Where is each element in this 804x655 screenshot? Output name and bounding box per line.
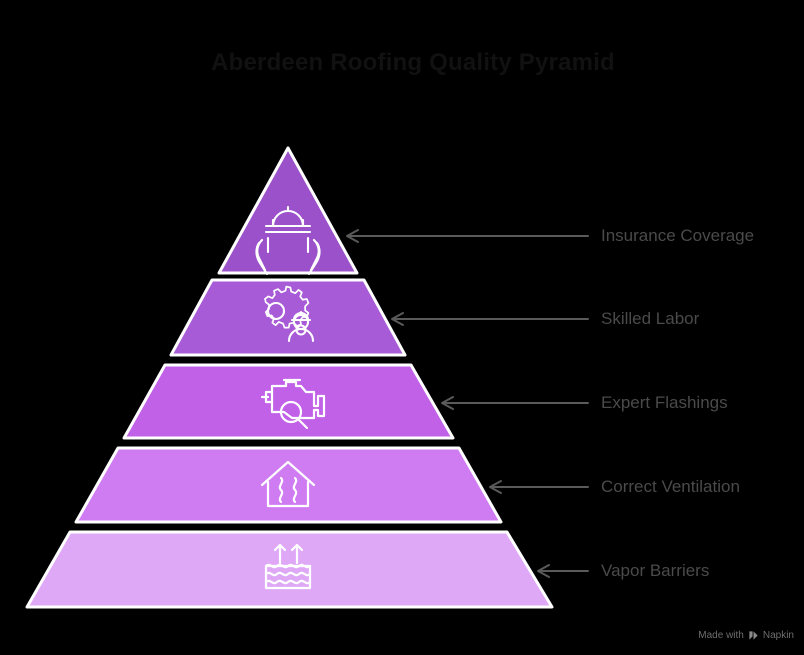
page-title: Aberdeen Roofing Quality Pyramid — [211, 49, 615, 76]
gear-worker-icon — [264, 285, 315, 343]
connector-arrow-1 — [346, 229, 589, 243]
napkin-logo-icon — [748, 630, 759, 641]
watermark-prefix: Made with — [698, 629, 744, 641]
tier-label-expert-flashings: Expert Flashings — [601, 393, 728, 412]
connector-arrow-3 — [441, 396, 589, 410]
title-banner: Aberdeen Roofing Quality Pyramid — [206, 37, 620, 89]
tier-label-skilled-labor: Skilled Labor — [601, 309, 700, 328]
pyramid-tier-correct-ventilation[interactable] — [74, 446, 503, 524]
connector-arrow-5 — [537, 564, 589, 578]
watermark-brand: Napkin — [762, 629, 794, 641]
tier-shape-5 — [25, 530, 554, 609]
pyramid-tier-insurance-coverage[interactable] — [217, 146, 359, 276]
tier-label-vapor-barriers: Vapor Barriers — [601, 561, 710, 580]
hard-hat-in-hands-icon — [255, 205, 321, 276]
tier-shape-4 — [74, 446, 503, 524]
pyramid-tier-skilled-labor[interactable] — [169, 278, 407, 357]
tier-shape-2 — [169, 278, 407, 357]
vapor-waves-arrows-icon — [264, 543, 312, 590]
engine-magnifier-icon — [260, 378, 326, 430]
tier-label-correct-ventilation: Correct Ventilation — [601, 477, 740, 496]
connector-arrow-4 — [489, 480, 589, 494]
napkin-watermark[interactable]: Made with Napkin — [698, 630, 794, 641]
tier-label-insurance-coverage: Insurance Coverage — [601, 226, 755, 245]
pyramid-tier-vapor-barriers[interactable] — [25, 530, 554, 609]
house-airflow-icon — [260, 460, 316, 508]
connector-arrow-2 — [391, 312, 589, 326]
pyramid-tier-expert-flashings[interactable] — [122, 363, 455, 440]
